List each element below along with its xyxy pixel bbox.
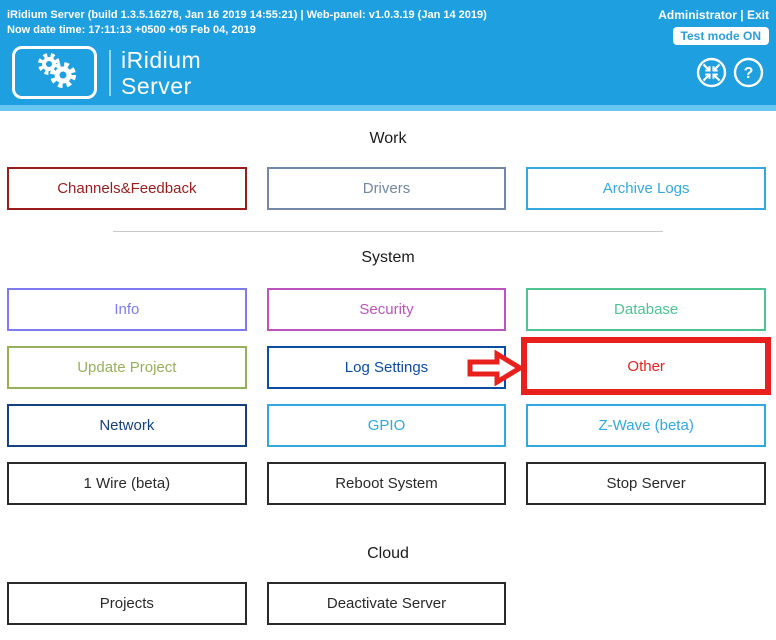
deactivate-server-button[interactable]: Deactivate Server <box>266 582 507 625</box>
section-title-system: System <box>361 249 415 266</box>
brand-row: iRidium Server ? <box>12 46 764 99</box>
header-icons: ? <box>696 57 764 88</box>
header-top: iRidium Server (build 1.3.5.16278, Jan 1… <box>0 0 776 45</box>
database-button[interactable]: Database <box>526 288 766 331</box>
network-button[interactable]: Network <box>7 404 247 447</box>
projects-button[interactable]: Projects <box>7 582 247 625</box>
user-name: Administrator <box>658 8 737 22</box>
test-mode-badge[interactable]: Test mode ON <box>672 27 769 45</box>
cloud-button-row: Projects Deactivate Server <box>0 582 776 625</box>
section-title-work: Work <box>369 130 407 147</box>
main-panel: Work Channels&Feedback Drivers Archive L… <box>0 129 776 625</box>
system-row-1: Info Security Database <box>0 288 776 331</box>
user-exit-separator: | <box>740 8 744 22</box>
app-header: iRidium Server (build 1.3.5.16278, Jan 1… <box>0 0 776 105</box>
system-row-4: 1 Wire (beta) Reboot System Stop Server <box>0 462 776 505</box>
system-row-3: Network GPIO Z-Wave (beta) <box>0 404 776 447</box>
svg-text:?: ? <box>744 65 754 82</box>
brand-separator <box>109 49 111 96</box>
update-project-button[interactable]: Update Project <box>7 346 247 389</box>
work-button-row: Channels&Feedback Drivers Archive Logs <box>0 167 776 210</box>
log-settings-button[interactable]: Log Settings <box>266 346 507 389</box>
security-button[interactable]: Security <box>266 288 507 331</box>
stop-server-button[interactable]: Stop Server <box>526 462 766 505</box>
gears-icon <box>24 49 86 96</box>
cloud-empty-cell <box>526 582 766 625</box>
other-button-highlighted[interactable]: Other <box>521 337 771 395</box>
archive-logs-button[interactable]: Archive Logs <box>526 167 766 210</box>
brand-line2: Server <box>121 72 192 99</box>
app-logo[interactable] <box>12 46 97 99</box>
date-line: Now date time: 17:11:13 +0500 +05 Feb 04… <box>7 24 256 36</box>
brand-line1: iRidium <box>121 46 202 73</box>
collapse-arrows-icon[interactable] <box>696 57 727 88</box>
info-button[interactable]: Info <box>7 288 247 331</box>
gpio-button[interactable]: GPIO <box>266 404 507 447</box>
build-info: iRidium Server (build 1.3.5.16278, Jan 1… <box>7 8 487 45</box>
one-wire-button[interactable]: 1 Wire (beta) <box>7 462 247 505</box>
section-title-cloud: Cloud <box>367 545 409 562</box>
header-right: Administrator | Exit Test mode ON <box>658 8 769 45</box>
header-accent-strip <box>0 105 776 111</box>
drivers-button[interactable]: Drivers <box>266 167 507 210</box>
exit-link[interactable]: Exit <box>746 8 769 22</box>
help-icon[interactable]: ? <box>733 57 764 88</box>
reboot-system-button[interactable]: Reboot System <box>266 462 507 505</box>
section-divider <box>113 231 663 232</box>
channels-feedback-button[interactable]: Channels&Feedback <box>7 167 247 210</box>
brand-text: iRidium Server <box>121 47 201 99</box>
system-row-2: Update Project Log Settings Other <box>0 337 776 395</box>
zwave-button[interactable]: Z-Wave (beta) <box>526 404 766 447</box>
build-line: iRidium Server (build 1.3.5.16278, Jan 1… <box>7 9 487 21</box>
